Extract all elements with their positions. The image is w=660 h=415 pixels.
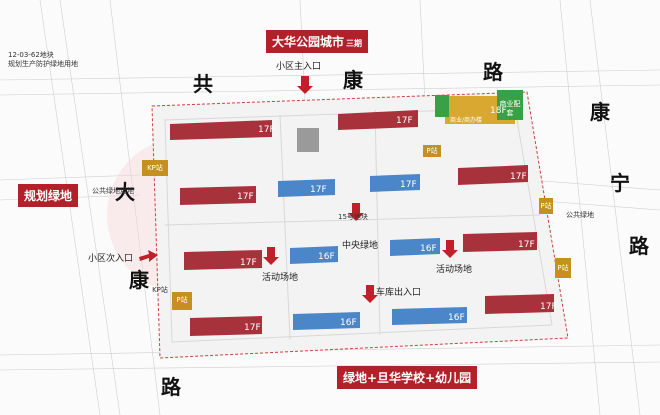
blue-bldg-5 — [293, 312, 360, 330]
site-boundary — [151, 91, 569, 359]
central-green-label: 中央绿地 — [342, 241, 379, 251]
secondary-entrance-label: 小区次入口 — [88, 254, 134, 264]
bldg-label: 16F — [420, 244, 437, 254]
red-bldg-6 — [463, 232, 537, 252]
main-entrance-label: 小区主入口 — [276, 62, 322, 72]
garage-exit-label: 车库出入口 — [376, 288, 422, 298]
red-bldg-7 — [190, 316, 262, 336]
p-station-4-label: P站 — [176, 296, 188, 304]
road-west-char-1: 大 — [115, 180, 135, 204]
south-banner: 绿地+旦华学校+幼儿园 — [337, 366, 478, 389]
arrow-central-green — [348, 203, 364, 221]
project-phase: 三期 — [346, 39, 363, 48]
blue-bldg-4 — [390, 238, 440, 256]
blue-bldg-6 — [392, 307, 467, 325]
activity-area-right-label: 活动场地 — [436, 265, 473, 275]
bldg-label: 17F — [237, 192, 254, 202]
bldg-label: 17F — [540, 302, 557, 312]
bldg-label: 16F — [318, 252, 335, 262]
bldg-label: 17F — [240, 258, 257, 268]
bldg-label: 17F — [518, 240, 535, 250]
red-bldg-1 — [170, 120, 272, 140]
road-north-char-2: 康 — [343, 68, 363, 92]
bldg-label: 17F — [258, 125, 275, 135]
road-east-char-2: 宁 — [610, 171, 630, 195]
public-green-east-label: 公共绿地 — [566, 211, 594, 219]
road-west-char-3: 路 — [161, 375, 181, 399]
p-station-1-label: P站 — [426, 147, 438, 155]
project-title: 大华公园城市 — [272, 35, 345, 49]
public-green-west-label: 公共绿地用地 — [92, 187, 134, 195]
red-bldg-3 — [180, 186, 256, 205]
kp-station-1 — [142, 160, 168, 176]
bldg-label: 17F — [400, 180, 417, 190]
p-station-3 — [555, 258, 571, 278]
block-15-label: 15号地块 — [338, 213, 368, 221]
red-bldg-4 — [458, 165, 528, 185]
red-buildings — [170, 110, 554, 336]
blue-bldg-3 — [290, 246, 338, 264]
arrow-main-entrance — [297, 76, 313, 94]
arrow-secondary-entrance — [139, 250, 158, 262]
green-building-small — [435, 95, 449, 117]
blue-bldg-2 — [370, 174, 420, 192]
bldg-label: 17F — [396, 116, 413, 126]
road-north-char-1: 共 — [193, 72, 213, 96]
kp-station-2-label: KP站 — [152, 286, 168, 294]
blue-buildings — [278, 174, 467, 330]
bldg-label: 17F — [510, 172, 527, 182]
p-station-1 — [423, 145, 441, 157]
road-east-char-1: 康 — [590, 100, 610, 124]
arrow-activity-right — [442, 240, 458, 258]
p-station-2 — [539, 198, 553, 214]
bldg-label: 16F — [340, 318, 357, 328]
red-bldg-5 — [184, 250, 262, 270]
red-bldg-2 — [338, 110, 418, 130]
arrow-activity-left — [263, 247, 279, 265]
arrow-garage-exit — [362, 285, 378, 303]
road-west-char-2: 康 — [129, 268, 149, 292]
activity-area-left-label: 活动场地 — [262, 273, 299, 283]
red-bldg-8 — [485, 294, 554, 314]
bldg-label: 18F — [490, 106, 507, 116]
green-building-label: 商业配套 — [499, 100, 521, 117]
kp-station-1-label: KP站 — [147, 164, 163, 172]
bldg-label: 商业/商办楼 — [450, 116, 482, 124]
arrows — [139, 76, 458, 303]
bldg-label: 17F — [244, 323, 261, 333]
p-station-4 — [172, 292, 192, 310]
green-building — [497, 90, 523, 120]
grey-building — [297, 128, 319, 152]
p-station-3-label: P站 — [557, 264, 569, 272]
planned-green-label: 规划绿地 — [18, 184, 79, 207]
bldg-label: 17F — [310, 185, 327, 195]
blue-bldg-1 — [278, 179, 335, 197]
parcel-note-2: 规划生产防护绿地用地 — [8, 60, 78, 68]
road-north-char-3: 路 — [483, 60, 503, 84]
parcel-note-1: 12-03-62地块 — [8, 51, 54, 59]
project-title-banner: 大华公园城市三期 — [266, 30, 369, 53]
bldg-label: 16F — [448, 313, 465, 323]
p-station-2-label: P站 — [540, 202, 552, 210]
road-east-char-3: 路 — [629, 234, 649, 258]
